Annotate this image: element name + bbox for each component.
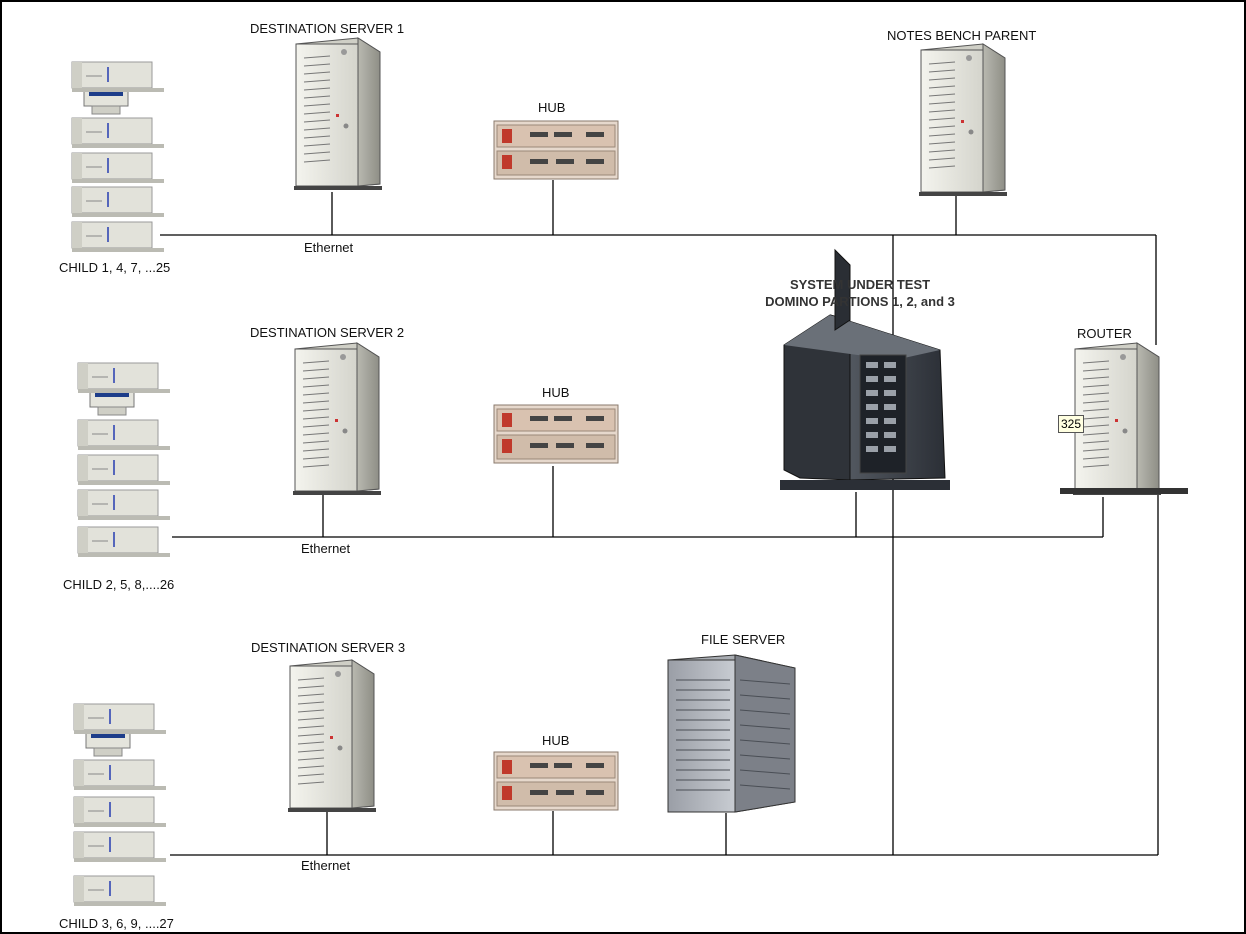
router-label: ROUTER xyxy=(1077,326,1132,341)
child-group-3-label: CHILD 3, 6, 9, ....27 xyxy=(59,916,174,931)
ethernet-label-1: Ethernet xyxy=(304,240,354,255)
system-under-test-icon xyxy=(780,248,950,490)
file-server-icon xyxy=(667,654,796,813)
router-icon xyxy=(1060,342,1188,496)
network-cables xyxy=(160,180,1159,856)
hub-2-label: HUB xyxy=(542,385,570,400)
hub-3-label: HUB xyxy=(542,733,570,748)
hub-1-label: HUB xyxy=(538,100,566,115)
hub-1-icon xyxy=(493,120,619,180)
domino-partitions-label: DOMINO PARTIONS 1, 2, and 3 xyxy=(765,294,955,309)
destination-server-2-icon xyxy=(292,342,382,496)
destination-server-3-icon xyxy=(287,659,377,813)
destination-server-1-icon xyxy=(293,37,383,191)
hub-2-icon xyxy=(493,404,619,464)
destination-server-2-label: DESTINATION SERVER 2 xyxy=(250,325,405,340)
child-workstations-group-2-icon xyxy=(77,362,171,558)
ethernet-label-2: Ethernet xyxy=(301,541,351,556)
child-workstations-group-1-icon xyxy=(71,61,165,253)
ethernet-label-3: Ethernet xyxy=(301,858,351,873)
router-tag: 325 xyxy=(1058,415,1084,433)
destination-server-3-label: DESTINATION SERVER 3 xyxy=(251,640,406,655)
notes-bench-parent-label: NOTES BENCH PARENT xyxy=(887,28,1037,43)
system-under-test-label: SYSTEM UNDER TEST xyxy=(789,277,931,292)
child-group-2-label: CHILD 2, 5, 8,....26 xyxy=(63,577,175,592)
hub-3-icon xyxy=(493,751,619,811)
child-workstations-group-3-icon xyxy=(73,703,167,907)
child-group-1-label: CHILD 1, 4, 7, ...25 xyxy=(59,260,171,275)
destination-server-1-label: DESTINATION SERVER 1 xyxy=(250,21,405,36)
file-server-label: FILE SERVER xyxy=(701,632,786,647)
notes-bench-parent-server-icon xyxy=(918,43,1008,197)
